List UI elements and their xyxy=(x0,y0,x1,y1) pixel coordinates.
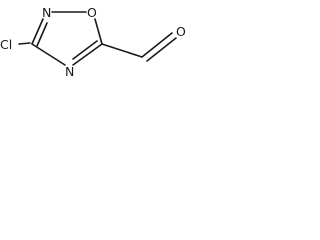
atom-label-cl: Cl xyxy=(0,37,12,52)
bond-c3-n2 xyxy=(31,18,44,45)
bond-c5-cho xyxy=(101,43,143,58)
atom-label-n4: N xyxy=(65,64,74,79)
bond-cho-o xyxy=(141,32,173,58)
bond-c5-n4-double xyxy=(72,40,98,60)
bond-cl-c3 xyxy=(18,42,31,45)
bond-o1-c5 xyxy=(94,18,103,45)
atom-label-o1: O xyxy=(87,5,97,20)
atom-label-n2: N xyxy=(42,5,51,20)
molecule-canvas: Cl N O N O xyxy=(0,0,194,82)
atom-label-o-aldehyde: O xyxy=(176,24,186,39)
bond-c5-n4 xyxy=(72,43,103,66)
bond-c3-n2-double xyxy=(36,22,48,47)
bond-n4-c3 xyxy=(31,43,66,66)
bond-cho-o-double xyxy=(146,37,177,62)
structure-diagram: Cl N O N O xyxy=(0,5,186,79)
